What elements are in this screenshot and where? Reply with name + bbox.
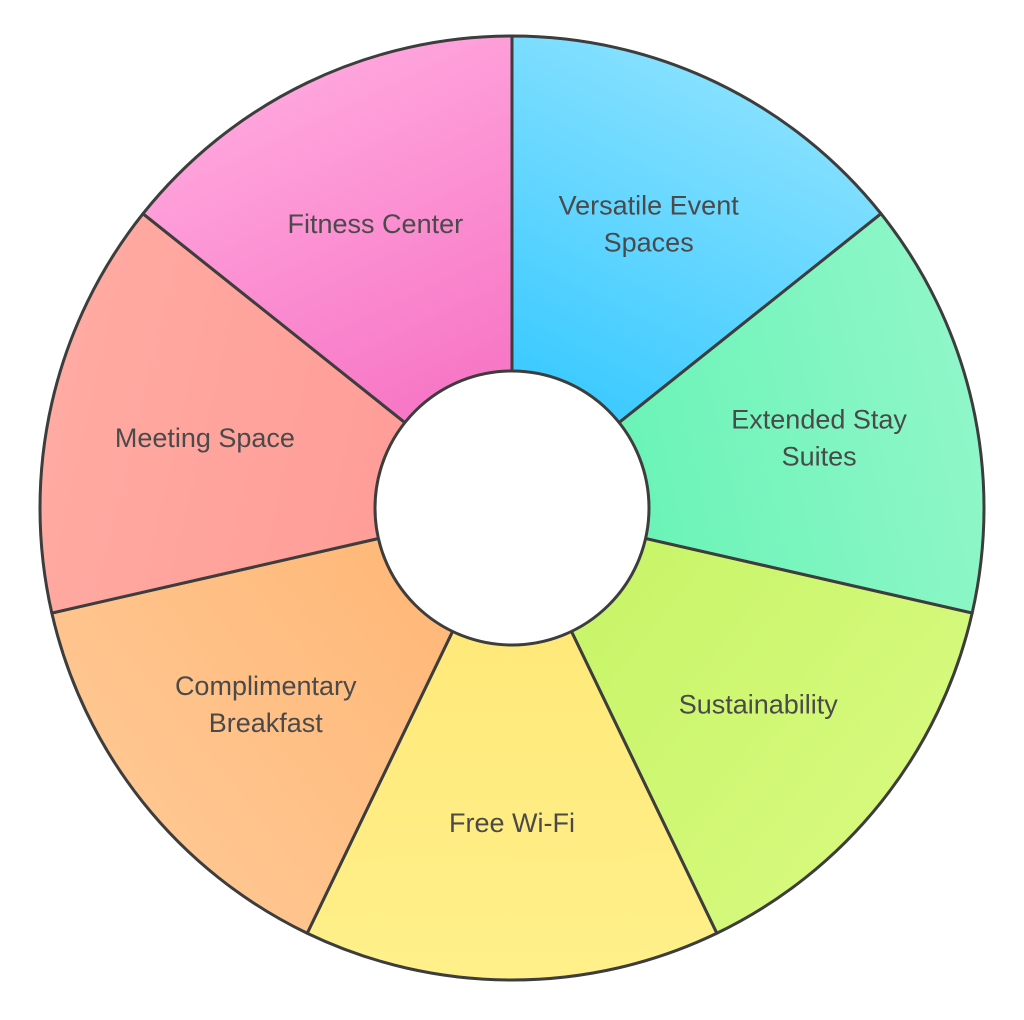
segment-meeting-space	[38, 212, 412, 615]
label-fitness-center: Fitness Center	[288, 209, 464, 239]
segment-versatile-event-spaces	[510, 34, 883, 428]
wheel-hub	[373, 369, 651, 647]
segment-complimentary-breakfast	[50, 535, 457, 935]
label-line: Sustainability	[679, 689, 839, 719]
segment-free-wi-fi	[305, 624, 719, 982]
label-sustainability: Sustainability	[679, 689, 839, 719]
wheel-segments	[38, 34, 986, 982]
label-line: Breakfast	[209, 708, 324, 738]
segment-fitness-center	[141, 34, 514, 428]
label-line: Extended Stay	[731, 404, 907, 434]
label-line: Complimentary	[175, 671, 357, 701]
label-line: Free Wi-Fi	[449, 808, 575, 838]
label-line: Fitness Center	[288, 209, 464, 239]
label-line: Spaces	[604, 228, 694, 258]
label-line: Meeting Space	[115, 423, 295, 453]
label-meeting-space: Meeting Space	[115, 423, 295, 453]
label-line: Suites	[782, 441, 857, 471]
label-line: Versatile Event	[559, 191, 740, 221]
label-free-wi-fi: Free Wi-Fi	[449, 808, 575, 838]
segment-extended-stay-suites	[612, 212, 986, 615]
